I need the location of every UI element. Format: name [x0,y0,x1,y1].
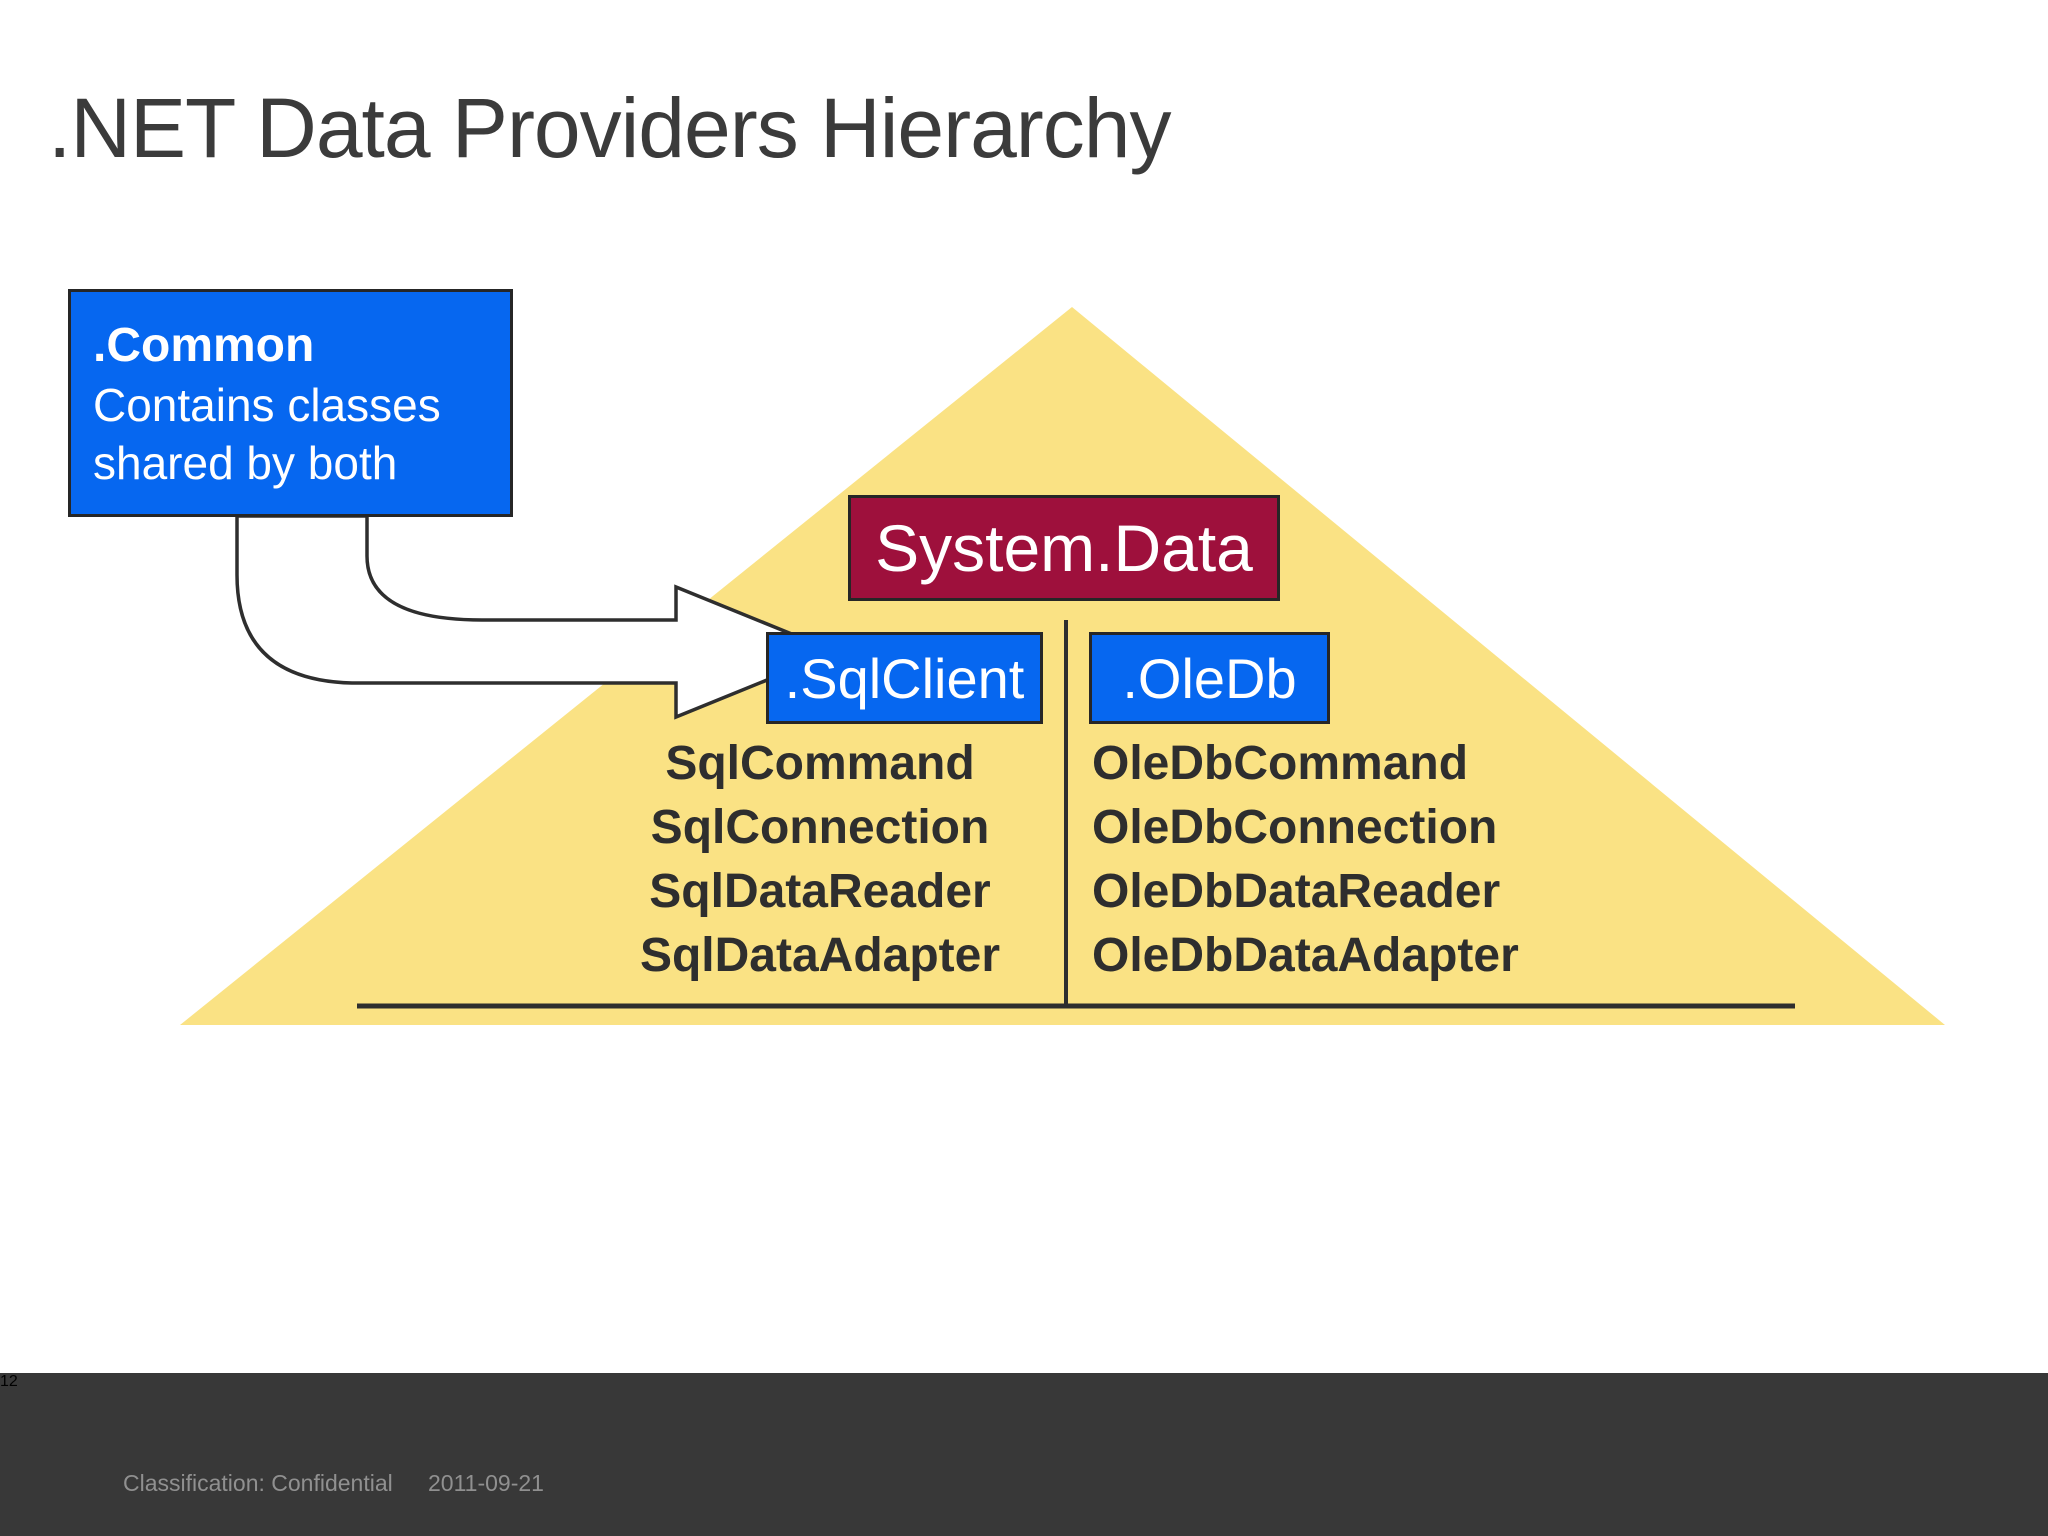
common-callout-line2: shared by both [93,437,398,489]
list-item: SqlConnection [650,801,990,854]
common-callout-title: .Common [93,319,315,372]
sqlclient-class-list: SqlCommand SqlConnection SqlDataReader S… [590,732,1050,988]
oledb-class-list: OleDbCommand OleDbConnection OleDbDataRe… [1092,732,1519,988]
list-item: SqlDataReader [649,865,991,918]
system-data-box: System.Data [848,495,1280,601]
common-arrow [235,514,841,720]
list-item: SqlDataAdapter [639,929,1001,982]
pyramid-triangle [180,307,1945,1025]
sqlclient-box: .SqlClient [766,632,1043,724]
list-item: SqlCommand [665,737,975,790]
classification-label: Classification: Confidential [123,1470,393,1496]
page-title: .NET Data Providers Hierarchy [48,81,1171,175]
oledb-box: .OleDb [1089,632,1330,724]
page-number: 12 [0,1373,2048,1536]
common-callout-line1: Contains classes [93,379,441,431]
list-item: OleDbConnection [1092,801,1498,854]
list-item: OleDbCommand [1092,737,1469,790]
oledb-label: .OleDb [1122,646,1297,710]
system-data-label: System.Data [875,511,1253,585]
common-callout-box: .Common Contains classes shared by both [68,289,513,517]
footer-date: 2011-09-21 [428,1470,544,1496]
sqlclient-label: .SqlClient [784,646,1025,710]
list-item: OleDbDataAdapter [1092,929,1519,982]
list-item: OleDbDataReader [1092,865,1501,918]
